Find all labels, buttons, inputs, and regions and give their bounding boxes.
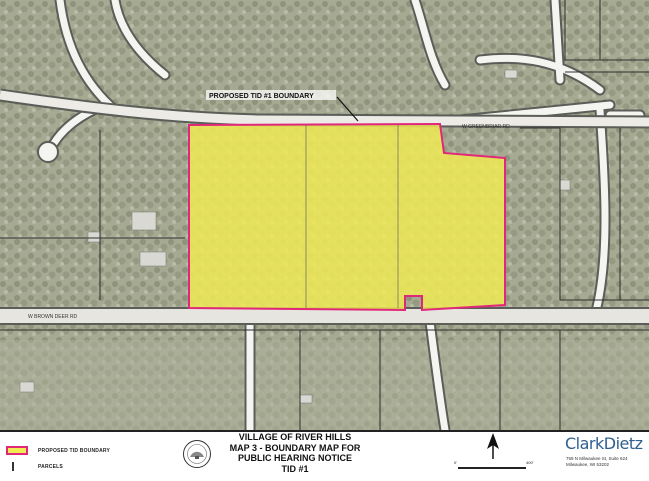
title-line-map: MAP 3 - BOUNDARY MAP FOR [229, 442, 361, 453]
road-label-lower: W BROWN DEER RD [28, 314, 78, 320]
road-label-upper: W GREENBRIAR RD [462, 124, 510, 130]
legend-label-boundary: PROPOSED TID BOUNDARY [38, 447, 111, 454]
boundary-callout: PROPOSED TID #1 BOUNDARY [209, 93, 314, 100]
local-roads [44, 0, 646, 430]
legend-item-boundary: PROPOSED TID BOUNDARY [6, 446, 110, 455]
parcel-lines [0, 0, 649, 430]
logo-address: 759 N Milwaukee St, Suite 624 Milwaukee,… [566, 456, 628, 467]
boundary-swatch-icon [6, 446, 28, 455]
scale-bar-line [458, 467, 526, 469]
cul-de-sac [37, 141, 59, 163]
clarkdietz-logo: ClarkDietz [565, 434, 643, 453]
title-line-notice: PUBLIC HEARING NOTICE [237, 453, 352, 463]
north-arrow-icon [487, 433, 499, 459]
scale-end-label: 400' [526, 460, 534, 465]
title-line-village: VILLAGE OF RIVER HILLS [238, 432, 352, 442]
building-footprints [19, 69, 571, 404]
legend-label-parcels: PARCELS [38, 463, 63, 470]
callout-arrow [336, 96, 359, 122]
legend-item-parcels: PARCELS [6, 462, 63, 471]
logo-address-line-2: Milwaukee, WI 53202 [566, 461, 610, 467]
map-title-block: VILLAGE OF RIVER HILLS MAP 3 - BOUNDARY … [215, 432, 375, 474]
upper-arterial-road [0, 88, 649, 129]
legend-panel: PROPOSED TID BOUNDARY PARCELS [0, 430, 649, 481]
aerial-lower-area [0, 340, 649, 430]
parcel-line-icon [6, 462, 28, 471]
tid-boundary[interactable] [188, 122, 506, 312]
village-seal-icon [183, 440, 211, 468]
scale-bar: 0' 400' [450, 460, 542, 474]
aerial-map[interactable]: PROPOSED TID #1 BOUNDARY W GREENBRIAR RD… [0, 0, 649, 430]
logo-name-part-b: Dietz [603, 434, 643, 453]
scale-start-label: 0' [454, 460, 457, 465]
internal-parcel-lines [305, 125, 399, 308]
title-line-district: TID #1 [281, 463, 309, 474]
logo-address-line-1: 759 N Milwaukee St, Suite 624 [566, 456, 628, 461]
lower-arterial-road [0, 307, 649, 325]
callout-backing [206, 90, 336, 100]
logo-name-part-a: Clark [565, 434, 604, 453]
